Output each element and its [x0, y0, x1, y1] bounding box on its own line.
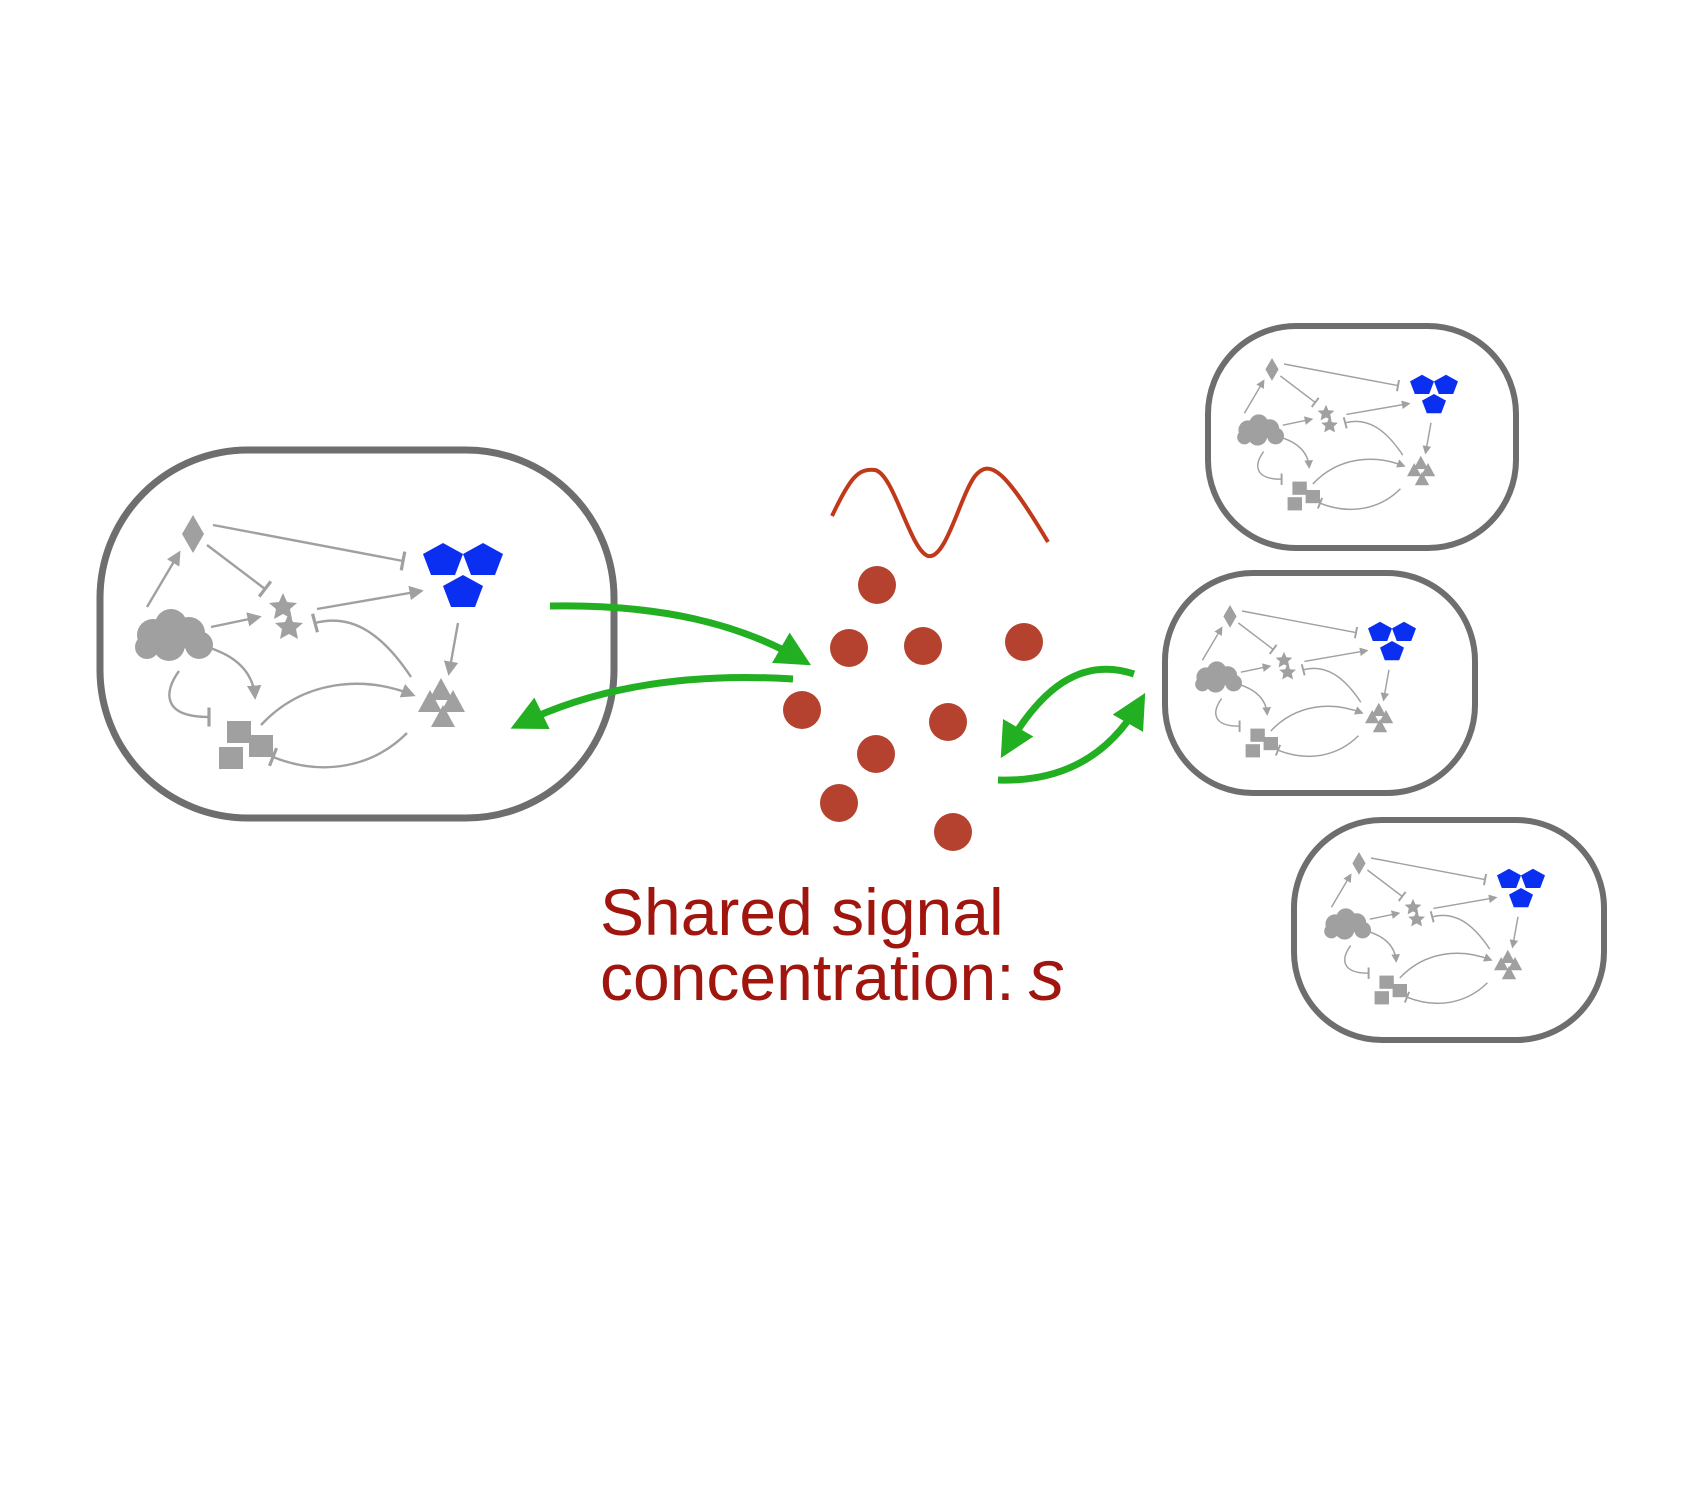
small-cell-top: [1205, 323, 1519, 551]
small-cell-bottom: [1291, 817, 1607, 1043]
signal-molecule: [830, 629, 868, 667]
signal-molecule: [857, 735, 895, 773]
signal-molecule: [820, 784, 858, 822]
signal-molecule: [783, 691, 821, 729]
uptake-arrow: [510, 674, 794, 730]
cell-membrane: [1205, 323, 1519, 551]
signal-symbol: s: [1028, 936, 1065, 1016]
caption-line-1: Shared signal: [600, 875, 1004, 949]
gene-network: [1324, 852, 1545, 1004]
secretion-arrow: [997, 692, 1146, 784]
gene-network: [1237, 358, 1458, 510]
exchange-arrows-left: [510, 602, 812, 730]
signal-molecule: [858, 566, 896, 604]
caption-line-2: concentration:s: [600, 940, 1065, 1012]
uptake-arrow: [1000, 665, 1136, 759]
gene-network: [1195, 605, 1416, 757]
sine-wave-icon: [830, 466, 1050, 558]
signal-molecules: [783, 566, 1043, 851]
small-cell-middle: [1162, 570, 1478, 796]
exchange-arrows-right: [997, 665, 1146, 784]
cell-membrane: [96, 446, 618, 822]
signal-molecule: [934, 813, 972, 851]
secretion-arrow: [549, 602, 812, 666]
cell-membrane: [1291, 817, 1607, 1043]
large-cell: [96, 446, 618, 822]
signal-molecule: [929, 703, 967, 741]
caption-line-2-text: concentration:: [600, 940, 1015, 1014]
cell-membrane: [1162, 570, 1478, 796]
signal-molecule: [1005, 623, 1043, 661]
signal-molecule: [904, 627, 942, 665]
gene-network: [135, 515, 503, 769]
signal-caption: Shared signal concentration:s: [600, 875, 1065, 1012]
